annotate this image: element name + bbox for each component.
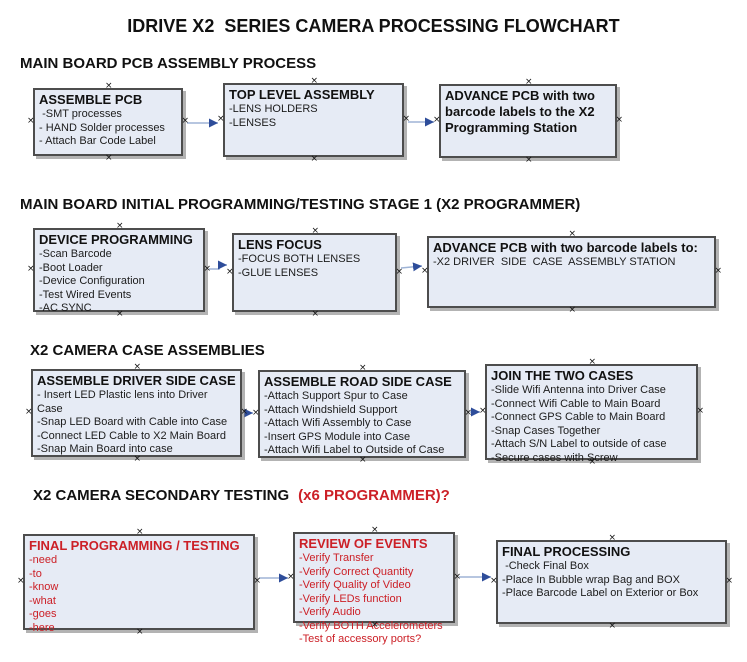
flow-box-final-processing[interactable]: ×××× FINAL PROCESSING -Check Final Box -… — [490, 534, 733, 631]
flow-box-advance-pcb-driver-side[interactable]: ×××× ADVANCE PCB with two barcode labels… — [421, 230, 722, 315]
flow-box-lens-focus[interactable]: ×××× LENS FOCUS -FOCUS BOTH LENSES -GLUE… — [226, 227, 403, 319]
box-item: -FOCUS BOTH LENSES — [238, 253, 361, 265]
flow-box-assemble-driver-side-case[interactable]: ×××× ASSEMBLE DRIVER SIDE CASE - Insert … — [25, 363, 248, 464]
flow-box-join-the-two-cases[interactable]: ×××× JOIN THE TWO CASES -Slide Wifi Ante… — [479, 358, 704, 467]
box-item: -Device Configuration — [39, 275, 145, 287]
box-item: -Test Wired Events — [39, 288, 132, 301]
box-item: -here — [29, 621, 55, 634]
box-item: -Connect GPS Cable to Main Board — [491, 411, 666, 423]
box-title: DEVICE PROGRAMMING — [39, 232, 193, 247]
box-item: -Snap Main Board into case — [37, 443, 173, 455]
box-item: -Insert GPS Module into Case — [264, 430, 411, 443]
box-item: -Attach Windshield Support — [264, 403, 398, 416]
section-header-case-assemblies: X2 CAMERA CASE ASSEMBLIES — [30, 342, 265, 359]
box-item: -Scan Barcode — [39, 248, 112, 260]
box-item: -Verify LEDs function — [299, 592, 402, 605]
box-item: -AC SYNC — [39, 302, 92, 314]
section-header-pcb-assembly: MAIN BOARD PCB ASSEMBLY PROCESS — [20, 55, 317, 72]
box-item: -Verify Correct Quantity — [299, 565, 414, 578]
box-title: LENS FOCUS — [238, 237, 322, 252]
box-item: -GLUE LENSES — [238, 266, 319, 279]
flow-box-assemble-road-side-case[interactable]: ×××× ASSEMBLE ROAD SIDE CASE -Attach Sup… — [252, 364, 472, 465]
box-item: -Check Final Box — [502, 560, 589, 572]
box-item: -Connect LED Cable to X2 Main Board — [37, 429, 226, 442]
box-item: -Snap Cases Together — [491, 424, 601, 437]
box-item: -Place In Bubble wrap Bag and BOX — [502, 573, 680, 586]
box-item: -Attach Wifi Assembly to Case — [264, 417, 412, 429]
connector-arrow[interactable] — [209, 260, 227, 270]
box-item: -Attach S/N Label to outside of case — [491, 438, 667, 450]
box-item: -Place Barcode Label on Exterior or Box — [502, 587, 699, 599]
box-title: ADVANCE PCB with two barcode labels to t… — [445, 88, 595, 135]
section-header-black-part: X2 CAMERA SECONDARY TESTING — [33, 487, 290, 504]
box-title: ADVANCE PCB with two barcode labels to: — [433, 240, 698, 255]
box-title: TOP LEVEL ASSEMBLY — [229, 87, 375, 102]
box-item: -Attach Support Spur to Case — [264, 390, 408, 402]
box-item: - HAND Solder processes — [39, 121, 165, 134]
flow-box-review-of-events[interactable]: ×××× REVIEW OF EVENTS -Verify Transfer -… — [287, 526, 461, 646]
flow-box-assemble-pcb[interactable]: ×××× ASSEMBLE PCB -SMT processes - HAND … — [27, 82, 189, 163]
box-item: - Insert LED Plastic lens into Driver Ca… — [37, 389, 211, 415]
connector-arrow[interactable] — [400, 262, 423, 272]
box-title: ASSEMBLE PCB — [39, 92, 143, 107]
section-header-initial-programming: MAIN BOARD INITIAL PROGRAMMING/TESTING S… — [20, 196, 581, 213]
box-item: -Verify Audio — [299, 606, 361, 618]
box-item: -Snap LED Board with Cable into Case — [37, 416, 228, 428]
box-title: REVIEW OF EVENTS — [299, 536, 428, 551]
section-header-secondary-testing: X2 CAMERA SECONDARY TESTING (x6 PROGRAMME… — [33, 487, 450, 504]
box-item: -LENS HOLDERS — [229, 103, 318, 115]
box-title: FINAL PROGRAMMING / TESTING — [29, 538, 240, 553]
flow-box-final-programming-testing[interactable]: ×××× FINAL PROGRAMMING / TESTING -need -… — [17, 528, 261, 637]
box-item: -Verify Quality of Video — [299, 579, 411, 591]
box-item: -X2 DRIVER SIDE CASE ASSEMBLY STATION — [433, 256, 676, 268]
box-item: -SMT processes — [39, 108, 122, 120]
box-item: -LENSES — [229, 116, 277, 129]
flow-box-advance-pcb-programming-station[interactable]: ×××× ADVANCE PCB with two barcode labels… — [433, 78, 623, 165]
box-item: -Connect Wifi Cable to Main Board — [491, 397, 661, 410]
box-item: -Secure cases with Screw — [491, 451, 618, 464]
box-item: -what — [29, 594, 56, 607]
flow-box-device-programming[interactable]: ×××× DEVICE PROGRAMMING -Scan Barcode -B… — [27, 222, 211, 319]
box-item: -Verify BOTH Accelerometers — [299, 619, 443, 632]
box-item: -need — [29, 554, 58, 566]
box-item: -know — [29, 581, 59, 593]
box-item: -Slide Wifi Antenna into Driver Case — [491, 384, 666, 396]
box-item: -Attach Wifi Label to Outside of Case — [264, 444, 445, 456]
box-item: -Verify Transfer — [299, 552, 374, 564]
box-title: ASSEMBLE DRIVER SIDE CASE — [37, 373, 236, 388]
box-item: -to — [29, 567, 42, 580]
box-title: FINAL PROCESSING — [502, 544, 631, 559]
box-title: ASSEMBLE ROAD SIDE CASE — [264, 374, 452, 389]
section-header-red-part: (x6 PROGRAMMER)? — [298, 487, 450, 504]
box-item: -Test of accessory ports? — [299, 633, 422, 645]
flow-box-top-level-assembly[interactable]: ×××× TOP LEVEL ASSEMBLY -LENS HOLDERS -L… — [217, 77, 410, 164]
box-item: - Attach Bar Code Label — [39, 135, 156, 147]
box-title: JOIN THE TWO CASES — [491, 368, 634, 383]
box-item: -Boot Loader — [39, 261, 103, 274]
flowchart-title: IDRIVE X2 SERIES CAMERA PROCESSING FLOWC… — [127, 16, 620, 36]
box-item: -goes — [29, 608, 57, 620]
